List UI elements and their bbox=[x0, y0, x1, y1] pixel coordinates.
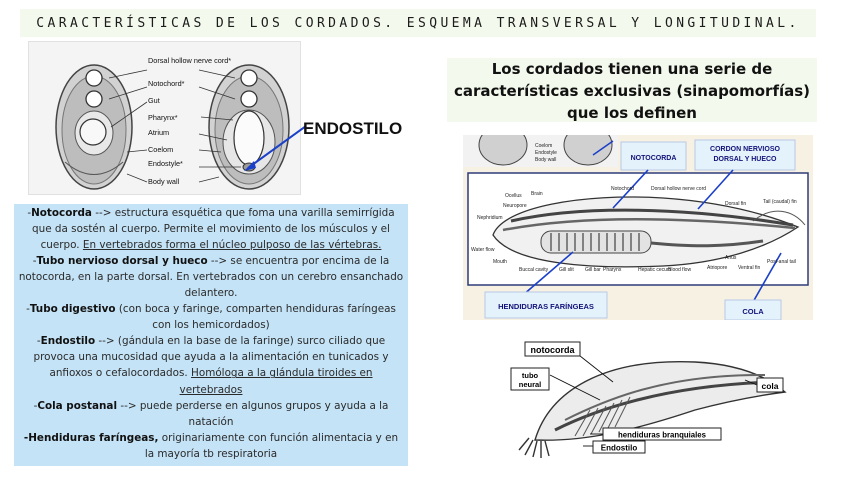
label-gill-bar: Gill bar bbox=[585, 267, 601, 273]
notochord-right bbox=[241, 91, 257, 107]
endostilo-arrow bbox=[240, 120, 310, 180]
headline: Los cordados tienen una serie de caracte… bbox=[447, 58, 817, 122]
paragraph-cola: -Cola postanal --> puede perderse en alg… bbox=[18, 398, 404, 430]
label-ocellus: Ocellus bbox=[505, 193, 522, 199]
label-notochord-amphioxus: Notochord bbox=[611, 186, 634, 192]
label-post-anal: Post-anal tail bbox=[767, 259, 796, 265]
label-nerve-cord-amphioxus: Dorsal hollow nerve cord bbox=[651, 186, 706, 192]
notocorda-box-label: NOTOCORDA bbox=[631, 155, 677, 162]
paragraph-tubo-digestivo: -Tubo digestivo (con boca y faringe, com… bbox=[18, 301, 404, 333]
text-hendiduras: originariamente con función alimentacia … bbox=[145, 432, 398, 460]
thumb-label-body-wall: Body wall bbox=[535, 157, 556, 163]
pharynx bbox=[541, 231, 651, 253]
label-buccal: Buccal cavity bbox=[519, 267, 549, 273]
label-notochord: Notochord* bbox=[148, 79, 185, 88]
label-atrium: Atrium bbox=[148, 128, 169, 137]
label-gill-slit: Gill slit bbox=[559, 267, 574, 273]
nerve-cord-right bbox=[241, 70, 257, 86]
term-tubo-nervioso: Tubo nervioso dorsal y hueco bbox=[36, 255, 207, 267]
term-cola: Cola postanal bbox=[37, 400, 117, 412]
underlined-endostilo: Homóloga a la glándula tiroides en verte… bbox=[180, 367, 373, 395]
larva-notocorda-label: notocorda bbox=[531, 345, 576, 355]
larva-endostilo-label: Endostilo bbox=[601, 444, 638, 453]
term-endostilo: Endostilo bbox=[41, 335, 96, 347]
larva-diagram: notocorda tubo neural cola hendiduras br… bbox=[495, 330, 795, 470]
notochord-left bbox=[86, 91, 102, 107]
thumb-label-coelom: Coelom bbox=[535, 143, 552, 149]
gut-left bbox=[80, 119, 106, 145]
cordon-box bbox=[695, 140, 795, 170]
term-tubo-digestivo: Tubo digestivo bbox=[30, 303, 116, 315]
underlined-notocorda: En vertebrados forma el núcleo pulposo d… bbox=[83, 239, 382, 251]
paragraph-hendiduras: -Hendiduras faríngeas, originariamente c… bbox=[18, 430, 404, 462]
text-cola: --> puede perderse en algunos grupos y a… bbox=[117, 400, 388, 428]
term-hendiduras: -Hendiduras faríngeas, bbox=[24, 432, 158, 444]
page-title: CARACTERÍSTICAS DE LOS CORDADOS. ESQUEMA… bbox=[36, 16, 799, 31]
label-dorsal-fin: Dorsal fin bbox=[725, 201, 746, 207]
endostilo-callout: ENDOSTILO bbox=[303, 119, 402, 139]
label-ventral-fin: Ventral fin bbox=[738, 265, 760, 271]
cola-box-label: COLA bbox=[742, 307, 764, 316]
label-nephridium: Nephridium bbox=[477, 215, 503, 221]
label-pharynx: Pharynx* bbox=[148, 113, 178, 122]
label-water-flow: Water flow bbox=[471, 247, 495, 253]
nerve-cord-left bbox=[86, 70, 102, 86]
paragraph-tubo-nervioso: -Tubo nervioso dorsal y hueco --> se enc… bbox=[18, 253, 404, 301]
title-bar: CARACTERÍSTICAS DE LOS CORDADOS. ESQUEMA… bbox=[20, 9, 816, 37]
larva-tentacles bbox=[519, 438, 549, 458]
label-tail-fin: Tail (caudal) fin bbox=[763, 199, 797, 205]
characteristics-text: -Notocorda --> estructura esquética que … bbox=[14, 204, 408, 466]
term-notocorda: Notocorda bbox=[31, 207, 92, 219]
label-coelom: Coelom bbox=[148, 145, 173, 154]
label-endostyle: Endostyle* bbox=[148, 159, 183, 168]
label-atriopore: Atriopore bbox=[707, 265, 728, 271]
hendiduras-box-label: HENDIDURAS FARÍNGEAS bbox=[498, 302, 594, 311]
larva-cola-label: cola bbox=[761, 381, 778, 391]
cordon-box-label-line1: CORDON NERVIOSO bbox=[710, 146, 780, 153]
label-gut: Gut bbox=[148, 96, 160, 105]
paragraph-endostilo: -Endostilo --> (gándula en la base de la… bbox=[18, 333, 404, 397]
label-mouth: Mouth bbox=[493, 259, 507, 265]
label-anus: Anus bbox=[725, 255, 737, 261]
paragraph-notocorda: -Notocorda --> estructura esquética que … bbox=[18, 205, 404, 253]
larva-tubo-label-1: tubo bbox=[522, 371, 539, 380]
larva-hendiduras-label: hendiduras branquiales bbox=[618, 431, 707, 440]
cordon-box-label-line2: DORSAL Y HUECO bbox=[713, 156, 777, 163]
thumb-label-endostyle: Endostyle bbox=[535, 150, 557, 156]
longitudinal-figure: Coelom Endostyle Body wall NOTOCORDA COR… bbox=[463, 135, 813, 320]
label-pharynx: Pharynx bbox=[603, 267, 622, 273]
larva-sketch: notocorda tubo neural cola hendiduras br… bbox=[495, 330, 795, 470]
text-tubo-digestivo: (con boca y faringe, comparten hendidura… bbox=[116, 303, 396, 331]
larva-tubo-label-2: neural bbox=[519, 380, 542, 389]
label-body-wall: Body wall bbox=[148, 177, 180, 186]
label-nerve-cord: Dorsal hollow nerve cord* bbox=[148, 56, 231, 65]
label-blood-flow: Blood flow bbox=[668, 267, 691, 273]
label-brain: Brain bbox=[531, 191, 543, 197]
label-hepatic: Hepatic cecum bbox=[638, 267, 671, 273]
amphioxus-diagram: Coelom Endostyle Body wall NOTOCORDA COR… bbox=[463, 135, 813, 320]
label-neuropore: Neuropore bbox=[503, 203, 527, 209]
